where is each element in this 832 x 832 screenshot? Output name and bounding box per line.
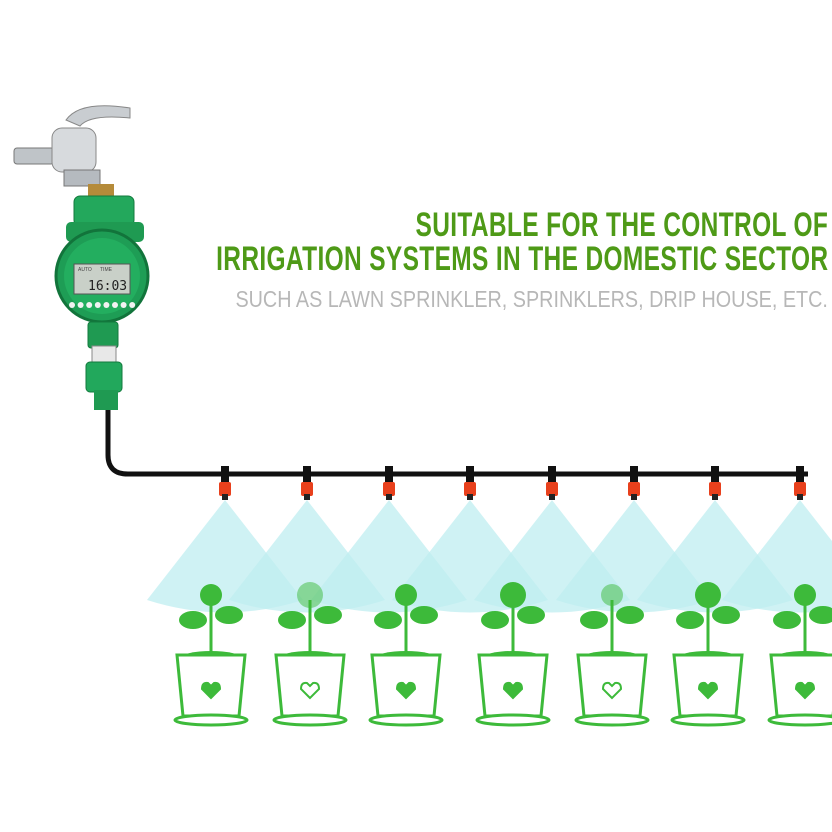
hose-pipe <box>105 400 808 477</box>
water-timer: AUTO TIME 16:03 <box>54 195 150 410</box>
plant-pots-group <box>173 582 832 727</box>
timer-button <box>69 302 75 308</box>
sprinkler-stake <box>711 466 719 482</box>
heart-icon <box>697 681 719 700</box>
leaf-icon <box>314 606 342 624</box>
timer-button <box>129 302 136 308</box>
leaf-icon <box>712 606 740 624</box>
sprinkler-stake <box>796 466 804 482</box>
flower-icon <box>395 584 417 606</box>
sprinkler-nozzle <box>464 482 476 496</box>
flower-icon <box>695 582 721 608</box>
sprinkler-tip <box>304 494 310 500</box>
heart-icon <box>502 681 524 700</box>
leaf-icon <box>809 606 832 624</box>
lcd-time: 16:03 <box>88 279 127 294</box>
pot-saucer <box>173 713 249 727</box>
timer-button <box>112 302 118 308</box>
plant-pot <box>475 582 551 727</box>
sprinkler-tip <box>386 494 392 500</box>
leaf-icon <box>773 611 801 629</box>
sprinkler-stake <box>385 466 393 482</box>
plant-pot <box>173 584 249 727</box>
plant-pot <box>767 584 832 727</box>
sprinkler-nozzle <box>628 482 640 496</box>
sprinkler-tip <box>222 494 228 500</box>
plant-pot <box>574 584 650 727</box>
sprinkler-tip <box>467 494 473 500</box>
pot-saucer <box>670 713 746 727</box>
leaf-icon <box>580 611 608 629</box>
lcd-label-auto: AUTO <box>78 267 92 273</box>
pot-saucer <box>368 713 444 727</box>
sprinkler-stake <box>221 466 229 482</box>
leaf-icon <box>481 611 509 629</box>
timer-button <box>94 302 101 308</box>
water-spray-group <box>147 500 832 613</box>
leaf-icon <box>278 611 306 629</box>
timer-button <box>120 302 127 308</box>
subtitle: SUCH AS LAWN SPRINKLER, SPRINKLERS, DRIP… <box>235 286 828 312</box>
sprinkler-tip <box>631 494 637 500</box>
sprinkler-tip <box>712 494 718 500</box>
sprinkler-stake <box>303 466 311 482</box>
pot-saucer <box>475 713 551 727</box>
flower-icon <box>200 584 222 606</box>
sprinkler-nozzle <box>383 482 395 496</box>
plant-pot <box>272 582 348 727</box>
heart-icon <box>395 681 417 700</box>
headline-line-2: IRRIGATION SYSTEMS IN THE DOMESTIC SECTO… <box>215 240 828 278</box>
flower-icon <box>297 582 323 608</box>
heart-icon <box>794 681 816 700</box>
heart-icon <box>601 681 623 700</box>
pot-saucer <box>574 713 650 727</box>
timer-button <box>86 302 93 308</box>
leaf-icon <box>215 606 243 624</box>
sprinkler-stake <box>466 466 474 482</box>
sprinkler-stake <box>548 466 556 482</box>
leaf-icon <box>676 611 704 629</box>
sprinkler-nozzle <box>219 482 231 496</box>
timer-buttons <box>69 302 136 308</box>
sprinkler-tip <box>549 494 555 500</box>
sprinkler-stake <box>630 466 638 482</box>
sprinkler-nozzle <box>794 482 806 496</box>
plant-pot <box>670 582 746 727</box>
faucet-icon <box>13 105 131 198</box>
heart-icon <box>299 681 321 700</box>
leaf-icon <box>179 611 207 629</box>
leaf-icon <box>410 606 438 624</box>
sprinkler-group <box>219 466 806 500</box>
pot-saucer <box>767 713 832 727</box>
plant-pot <box>368 584 444 727</box>
leaf-icon <box>374 611 402 629</box>
flower-icon <box>601 584 623 606</box>
leaf-icon <box>517 606 545 624</box>
flower-icon <box>794 584 816 606</box>
timer-button <box>103 302 110 308</box>
leaf-icon <box>616 606 644 624</box>
lcd-screen <box>73 263 131 295</box>
sprinkler-nozzle <box>546 482 558 496</box>
sprinkler-nozzle <box>709 482 721 496</box>
pot-saucer <box>272 713 348 727</box>
sprinkler-nozzle <box>301 482 313 496</box>
lcd-label-time: TIME <box>100 267 113 273</box>
flower-icon <box>500 582 526 608</box>
timer-button <box>77 302 84 308</box>
heart-icon <box>200 681 222 700</box>
headline-line-1: SUITABLE FOR THE CONTROL OF <box>415 206 828 244</box>
sprinkler-tip <box>797 494 803 500</box>
